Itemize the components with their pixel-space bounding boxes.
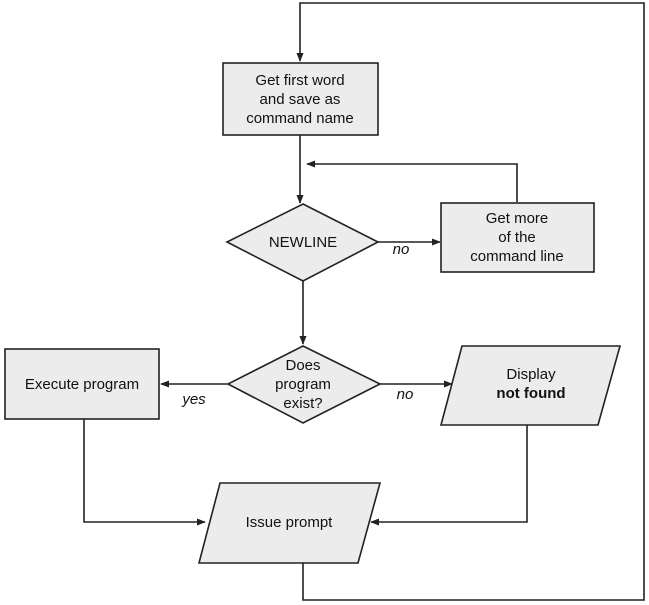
io-display-not-found: Display not found xyxy=(439,345,622,426)
edge-display-to-prompt xyxy=(370,425,528,526)
node-text: Execute program xyxy=(25,376,139,393)
edge-loop-back-to-start xyxy=(296,2,645,601)
io-issue-prompt: Issue prompt xyxy=(197,482,382,564)
decision-newline: NEWLINE xyxy=(225,203,380,282)
node-text: Issue prompt xyxy=(246,514,334,531)
node-text: command name xyxy=(246,110,354,127)
edge-label-yes: yes xyxy=(181,391,206,408)
node-text: exist? xyxy=(283,395,322,412)
process-execute-program: Execute program xyxy=(4,348,160,420)
process-get-first-word: Get first word and save as command name xyxy=(222,62,379,136)
node-text: Display xyxy=(506,366,556,383)
edge-get-more-back-up xyxy=(306,160,518,202)
edge-label-no: no xyxy=(393,241,410,258)
node-text: of the xyxy=(498,229,536,246)
edge-execute-to-prompt xyxy=(83,419,206,526)
process-get-more-command-line: Get more of the command line xyxy=(440,202,595,273)
node-text: Does xyxy=(285,357,320,374)
node-text: program xyxy=(275,376,331,393)
node-text: Get more xyxy=(486,210,549,227)
node-text: NEWLINE xyxy=(269,234,337,251)
node-text: command line xyxy=(470,248,563,265)
node-text: Get first word xyxy=(255,72,344,89)
node-text-bold: not found xyxy=(496,385,565,402)
decision-program-exists: Does program exist? xyxy=(226,345,382,424)
edge-label-no: no xyxy=(397,386,414,403)
node-text: and save as xyxy=(260,91,341,108)
